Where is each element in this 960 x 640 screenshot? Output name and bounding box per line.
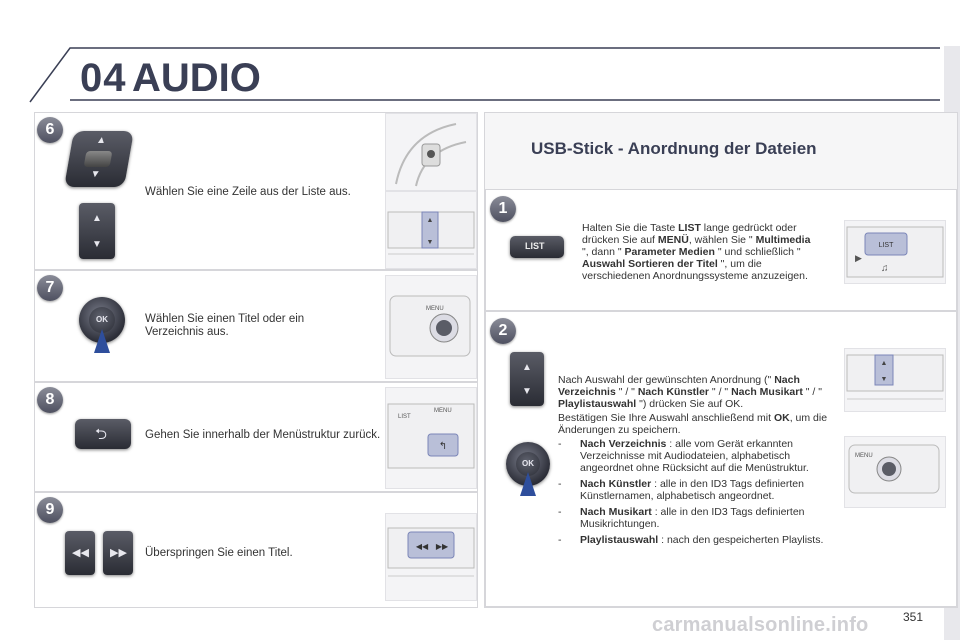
- press-arrow-icon: [520, 472, 536, 496]
- back-button-thumbnail: LIST MENU ↰: [385, 387, 477, 489]
- header-rule: [29, 47, 940, 103]
- steering-wheel-thumbnail: [385, 113, 477, 191]
- ok-knob-thumbnail: MENU: [844, 436, 946, 508]
- svg-text:♫: ♫: [881, 263, 889, 274]
- list-item: - Nach Künstler : alle in den ID3 Tags d…: [558, 478, 804, 502]
- svg-text:▲: ▲: [427, 217, 434, 224]
- step-6-badge: 6: [37, 117, 63, 143]
- watermark-text: carmanualsonline.info: [652, 614, 869, 636]
- step-7-text: Wählen Sie einen Titel oder ein Verzeich…: [145, 313, 305, 338]
- svg-text:◀◀: ◀◀: [416, 542, 429, 551]
- list-item: - Playlistauswahl : nach den gespeichert…: [558, 534, 824, 546]
- skip-buttons-thumbnail: ◀◀ ▶▶: [385, 513, 477, 601]
- usb-step-2-intro: Nach Auswahl der gewünschten Anordnung (…: [558, 374, 822, 410]
- rewind-icon: ◀◀: [72, 547, 89, 559]
- step-8-badge: 8: [37, 387, 63, 413]
- back-arrow-icon: ⮌: [95, 426, 108, 443]
- svg-text:MENU: MENU: [855, 453, 873, 459]
- svg-text:▶▶: ▶▶: [436, 542, 449, 551]
- svg-text:MENU: MENU: [434, 408, 452, 414]
- usb-step-1-panel: 1 LIST Halten Sie die Taste LIST lange g…: [485, 189, 957, 311]
- usb-step-2-panel: 2 ▲ ▼ OK Nach Auswahl der gewünschten An…: [485, 311, 957, 607]
- svg-text:LIST: LIST: [398, 414, 411, 420]
- step-7-badge: 7: [37, 275, 63, 301]
- page-header: 04 AUDIO: [0, 0, 960, 110]
- skip-forward-button-image: ▶▶: [103, 531, 133, 575]
- svg-text:▼: ▼: [427, 239, 434, 246]
- back-button-image: ⮌: [75, 419, 131, 449]
- list-button-label: LIST: [525, 241, 545, 251]
- list-item: - Nach Musikart : alle in den ID3 Tags d…: [558, 506, 805, 530]
- step-9-text: Überspringen Sie einen Titel.: [145, 547, 293, 559]
- section-title: USB-Stick - Anordnung der Dateien: [531, 139, 817, 158]
- svg-text:▼: ▼: [881, 376, 888, 383]
- arrow-down-icon: ▼: [92, 239, 102, 250]
- svg-text:↰: ↰: [439, 441, 447, 452]
- chapter-number: 04: [80, 56, 127, 100]
- step-8-text: Gehen Sie innerhalb der Menüstruktur zur…: [145, 429, 381, 441]
- console-thumbnail: ▲ ▼: [385, 191, 477, 269]
- svg-text:LIST: LIST: [879, 242, 895, 249]
- skip-back-button-image: ◀◀: [65, 531, 95, 575]
- steering-wheel-rocker-image: ▲ ▼: [64, 131, 134, 187]
- sort-option-list: - Nach Verzeichnis : alle vom Gerät erka…: [558, 438, 830, 550]
- usb-step-2-badge: 2: [490, 318, 516, 344]
- arrow-up-icon: ▲: [522, 362, 532, 373]
- list-item: - Nach Verzeichnis : alle vom Gerät erka…: [558, 438, 809, 474]
- step-8-panel: 8 ⮌ Gehen Sie innerhalb der Menüstruktur…: [34, 382, 478, 492]
- usb-section-panel: USB-Stick - Anordnung der Dateien 1 LIST…: [484, 112, 958, 608]
- up-down-thumbnail: ▲ ▼: [844, 348, 946, 412]
- usb-step-1-badge: 1: [490, 196, 516, 222]
- list-button-thumbnail: LIST ▶ ♫: [844, 220, 946, 284]
- ok-label: OK: [89, 307, 115, 333]
- press-arrow-icon: [94, 329, 110, 353]
- arrow-down-icon: ▼: [522, 386, 532, 397]
- step-9-panel: 9 ◀◀ ▶▶ Überspringen Sie einen Titel. ◀◀…: [34, 492, 478, 608]
- ok-knob-thumbnail: MENU: [385, 275, 477, 379]
- step-7-panel: 7 OK Wählen Sie einen Titel oder ein Ver…: [34, 270, 478, 382]
- usb-step-2-confirm: Bestätigen Sie Ihre Auswahl anschließend…: [558, 412, 828, 436]
- list-button-image: LIST: [510, 236, 564, 258]
- svg-text:MENU: MENU: [426, 306, 444, 312]
- arrow-up-icon: ▲: [92, 213, 102, 224]
- step-9-badge: 9: [37, 497, 63, 523]
- svg-text:▲: ▲: [881, 360, 888, 367]
- step-6-text: Wählen Sie eine Zeile aus der Liste aus.: [145, 186, 351, 198]
- arrow-down-icon: ▼: [89, 169, 102, 180]
- svg-text:▶: ▶: [855, 253, 862, 263]
- page-title: AUDIO: [132, 56, 261, 100]
- step-6-panel: 6 ▲ ▼ ▲ ▼ Wählen Sie eine Zeile aus der …: [34, 112, 478, 270]
- arrow-up-icon: ▲: [95, 135, 108, 146]
- fast-forward-icon: ▶▶: [110, 547, 127, 559]
- up-down-button-image: ▲ ▼: [510, 352, 544, 406]
- page-number: 351: [903, 610, 924, 624]
- usb-step-1-text: Halten Sie die Taste LIST lange gedrückt…: [582, 222, 811, 282]
- up-down-button-image: ▲ ▼: [79, 203, 115, 259]
